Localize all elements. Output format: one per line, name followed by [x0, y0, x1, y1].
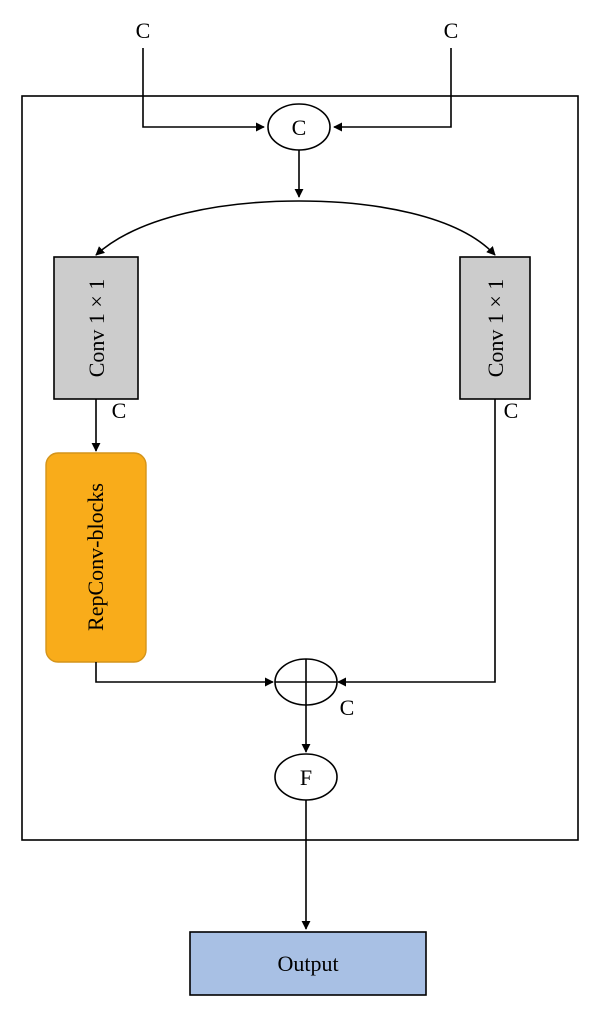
right-input-label: C — [444, 18, 459, 43]
repconv-label: RepConv-blocks — [83, 483, 108, 631]
f-node: F — [274, 753, 338, 801]
split-right-edge — [298, 200, 496, 256]
left-input-label: C — [136, 18, 151, 43]
right-conv-output-label: C — [504, 398, 519, 423]
concat-node-label: C — [292, 115, 307, 140]
output-box: Output — [189, 931, 427, 996]
left-conv-output-label: C — [112, 398, 127, 423]
concat-node: C — [267, 103, 331, 151]
f-node-label: F — [300, 765, 312, 790]
add-node — [274, 658, 338, 706]
output-label: Output — [277, 951, 338, 976]
left-conv-label: Conv 1 × 1 — [84, 279, 109, 378]
left-conv-box: Conv 1 × 1 — [53, 256, 139, 400]
add-node-output-label: C — [340, 695, 355, 720]
right-conv-box: Conv 1 × 1 — [459, 256, 531, 400]
left-input-edge — [142, 48, 265, 132]
right-conv-out-edge — [337, 399, 496, 687]
split-left-edge — [95, 200, 300, 256]
right-input-edge — [333, 48, 452, 132]
module-frame — [21, 95, 579, 841]
repconv-out-edge — [95, 662, 274, 687]
right-conv-label: Conv 1 × 1 — [483, 279, 508, 378]
repconv-box: RepConv-blocks — [45, 452, 147, 663]
